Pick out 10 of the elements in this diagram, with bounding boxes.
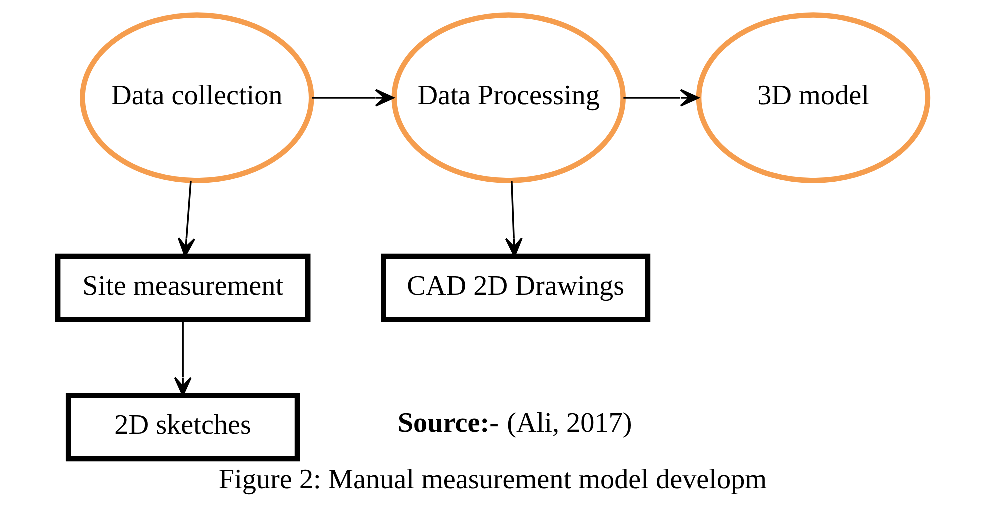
caption: Figure 2: Manual measurement model developm — [218, 464, 768, 496]
node-ellipse: 3D model — [696, 12, 931, 184]
arrow — [312, 89, 394, 107]
node-ellipse: Data Processing — [392, 12, 626, 184]
node-box: 2D sketches — [66, 392, 300, 462]
node-box: Site measurement — [55, 254, 311, 323]
node-ellipse: Data collection — [80, 12, 314, 184]
arrow — [624, 89, 700, 107]
node-box: CAD 2D Drawings — [381, 254, 651, 323]
label: Source:- (Ali, 2017) — [398, 408, 632, 440]
